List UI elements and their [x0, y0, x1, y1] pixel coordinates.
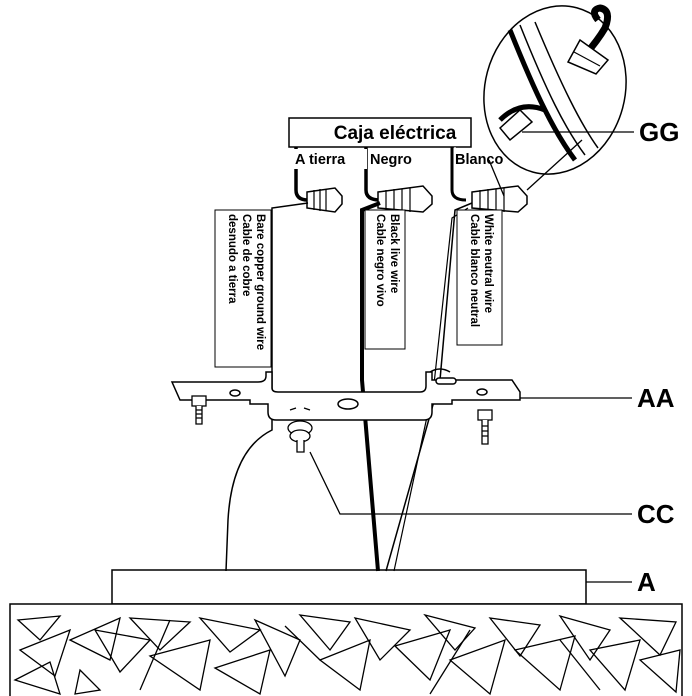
mounting-bracket: [170, 368, 521, 421]
ground-desc-line3: desnudo a tierra: [226, 214, 238, 304]
ground-label: A tierra: [295, 152, 346, 168]
black-label: Negro: [370, 152, 412, 168]
callout-aa: AA: [637, 383, 675, 413]
fixture-wires: [225, 201, 473, 572]
bracket-screw-left: [191, 395, 207, 425]
white-desc-line2: Cable blanco neutral: [468, 214, 480, 327]
electrical-box-title: Caja eléctrica: [334, 123, 457, 144]
black-desc-line1: Black live wire: [388, 214, 400, 293]
callout-a: A: [637, 567, 656, 597]
callout-cc: CC: [637, 499, 675, 529]
ground-desc-box: Bare copper ground wire Cable de cobre d…: [214, 209, 272, 368]
white-label: Blanco: [455, 152, 503, 168]
wire-nut-ground: [306, 187, 343, 213]
fixture-shade: [9, 603, 683, 696]
ground-desc-line2: Cable de cobre: [240, 214, 252, 296]
black-desc-box: Black live wire Cable negro vivo: [364, 209, 406, 350]
electrical-box: [288, 117, 472, 148]
callout-leaders: [309, 131, 634, 583]
bracket-screw-right: [477, 409, 493, 445]
black-desc-line2: Cable negro vivo: [374, 214, 386, 307]
wire-nut-black: [377, 185, 433, 213]
wire-nut-white: [471, 185, 528, 213]
canopy-plate: [111, 569, 587, 605]
white-desc-line1: White neutral wire: [482, 214, 494, 313]
ground-screw: [287, 407, 313, 453]
callout-gg: GG: [639, 117, 679, 147]
ground-desc-line1: Bare copper ground wire: [254, 214, 266, 350]
white-desc-box: White neutral wire Cable blanco neutral: [456, 209, 503, 346]
